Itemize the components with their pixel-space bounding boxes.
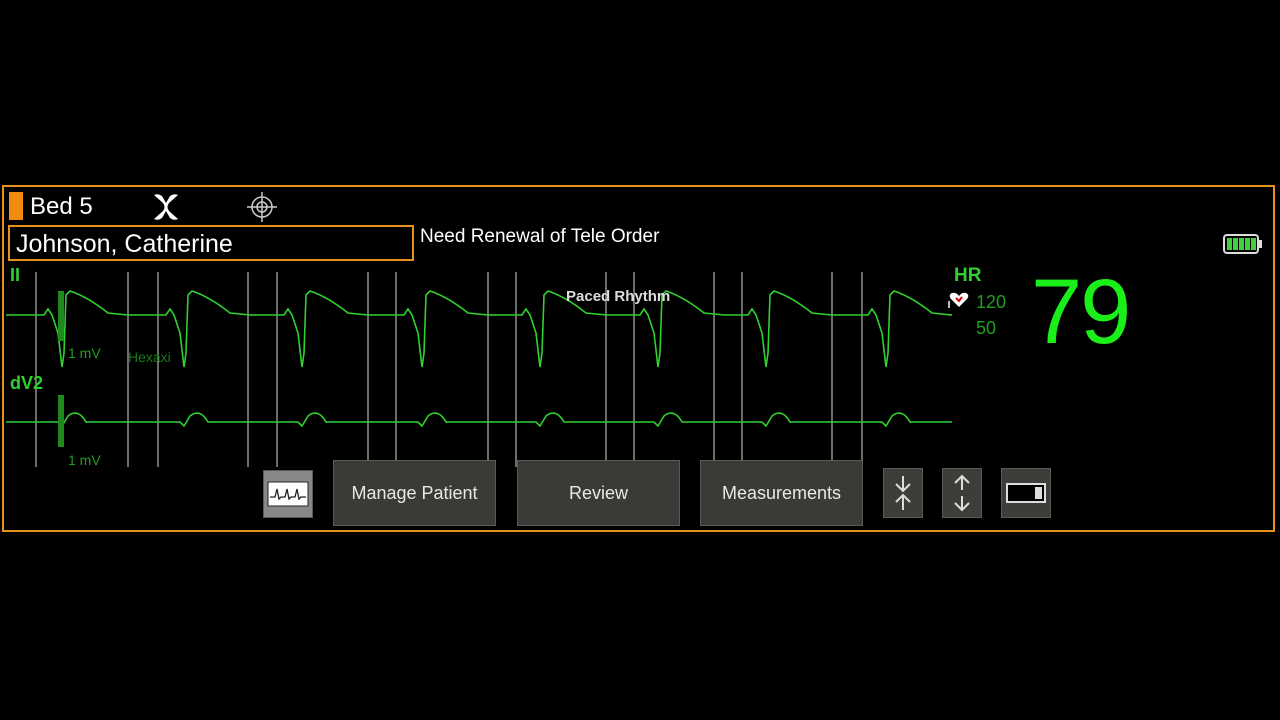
lead-ii-waveform: [6, 290, 953, 368]
collapse-button[interactable]: [883, 468, 923, 518]
patient-name-field[interactable]: Johnson, Catherine: [8, 225, 414, 261]
bed-status-marker: [9, 192, 23, 220]
alert-message: Need Renewal of Tele Order: [420, 226, 660, 247]
rhythm-label: Paced Rhythm: [566, 288, 671, 305]
expand-arrows-icon: [954, 474, 970, 512]
manage-patient-button[interactable]: Manage Patient: [333, 460, 496, 526]
bed-label: Bed 5: [30, 193, 93, 220]
target-crosshair-icon[interactable]: [245, 190, 279, 224]
hr-high-limit: 120: [976, 292, 1007, 312]
lead-dv2-waveform: [6, 412, 952, 428]
lead-dv2-label: dV2: [10, 373, 44, 393]
hr-low-limit: 50: [976, 318, 997, 338]
hr-label: HR: [954, 265, 982, 286]
battery-full-icon: [1223, 233, 1263, 260]
display-toggle-button[interactable]: [1001, 468, 1051, 518]
lead-ii-scale: 1 mV: [68, 345, 101, 361]
lead-dv2-scale: 1 mV: [68, 452, 101, 468]
lead-ii-annotation: Hexaxi: [128, 349, 171, 365]
patient-name: Johnson, Catherine: [16, 230, 233, 258]
pace-markers: [35, 272, 863, 467]
hr-value: 79: [1031, 261, 1131, 363]
waveform-icon: [267, 481, 309, 507]
close-x-icon[interactable]: [150, 191, 182, 223]
expand-button[interactable]: [942, 468, 982, 518]
lead-ii-calibration-bar: [58, 291, 64, 341]
waveform-button[interactable]: [263, 470, 313, 518]
waveform-canvas: [6, 272, 953, 467]
measurements-button[interactable]: Measurements: [700, 460, 863, 526]
collapse-arrows-icon: [895, 476, 911, 510]
lead-dv2-calibration-bar: [58, 395, 64, 447]
heart-alarm-icon: [948, 291, 970, 309]
display-toggle-icon: [1006, 483, 1046, 503]
bed-panel: Bed 5 Johnson, Catherine Need Renewal of…: [2, 185, 1275, 532]
lead-ii-label: II: [10, 265, 21, 285]
review-button[interactable]: Review: [517, 460, 680, 526]
